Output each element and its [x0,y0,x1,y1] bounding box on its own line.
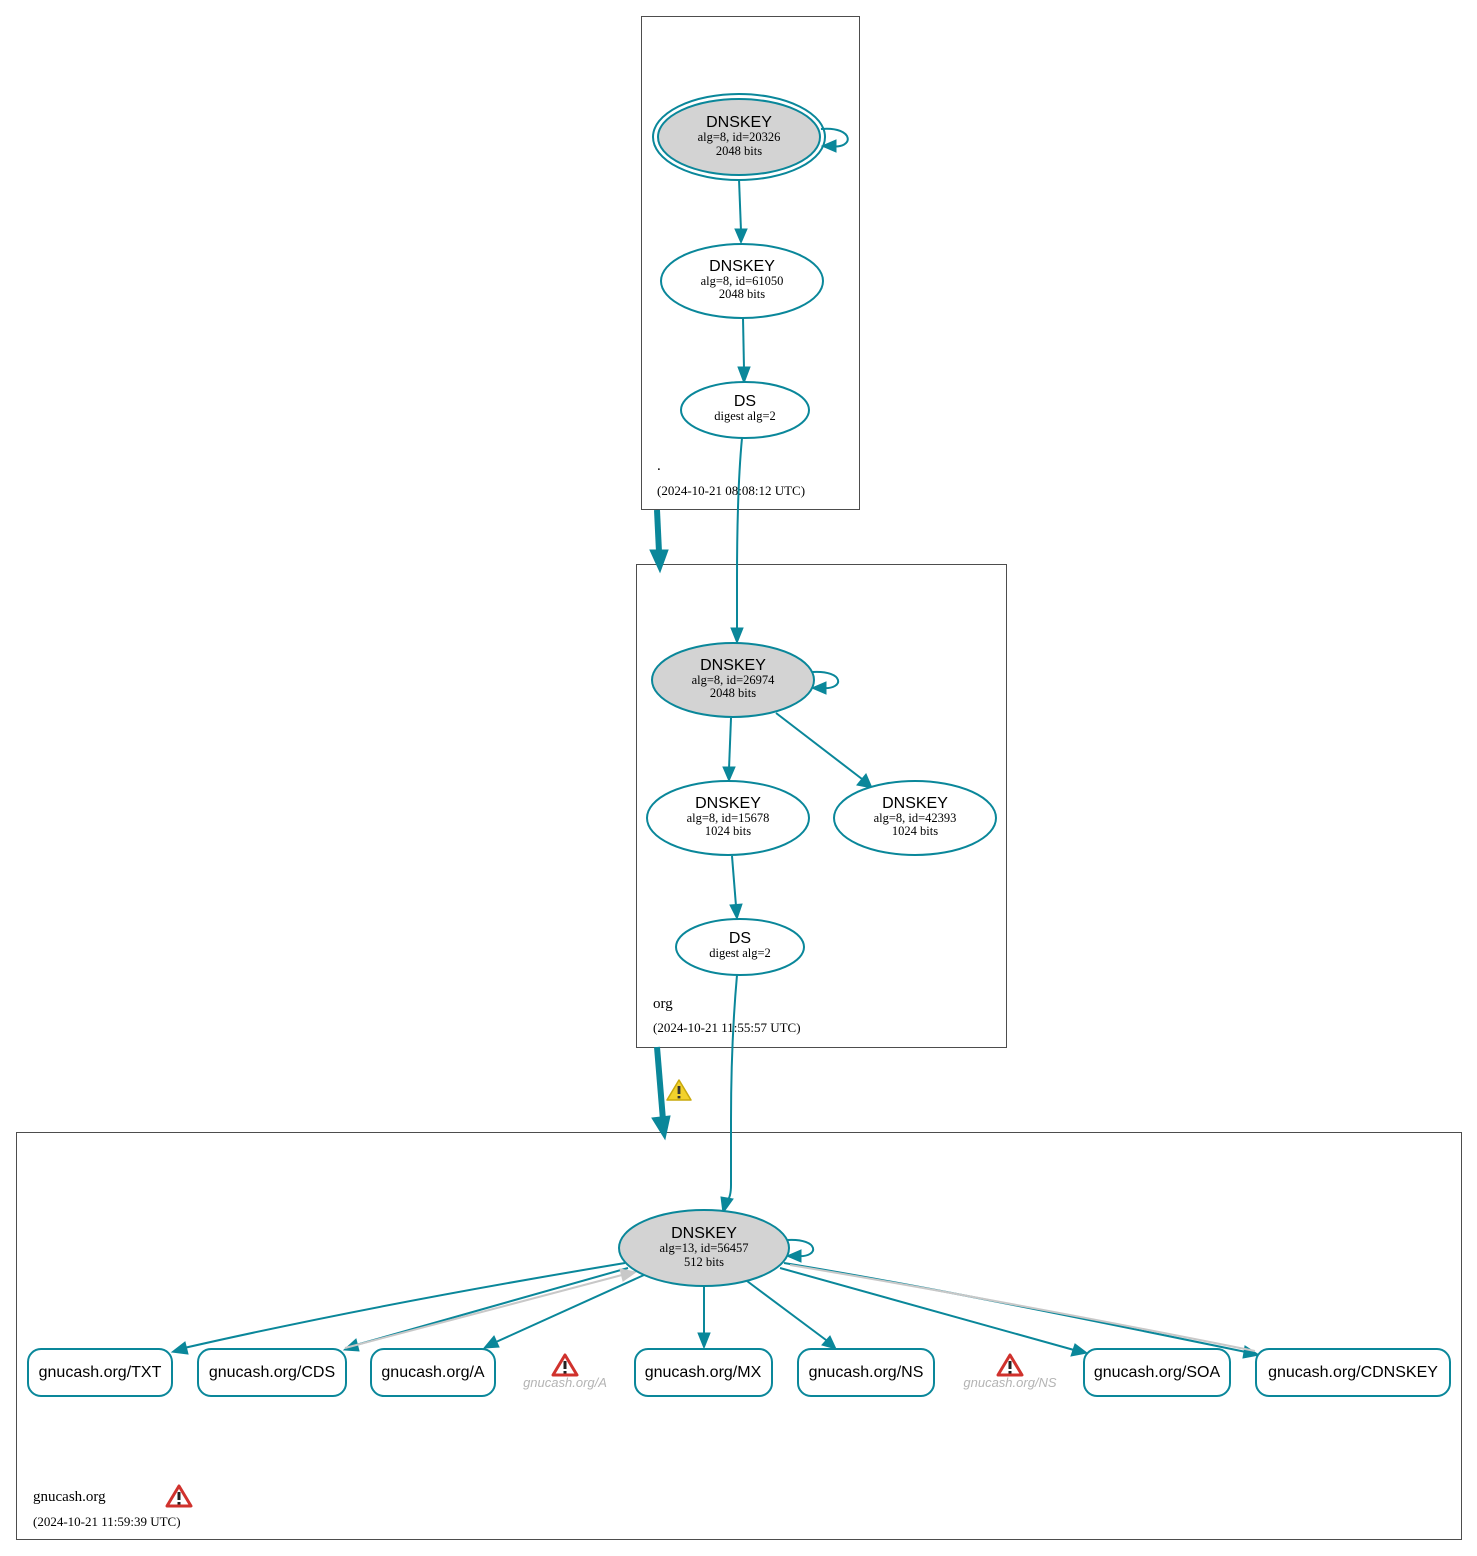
rrset-label: gnucash.org/CDS [209,1364,335,1381]
edge-root-ksk-to-zsk [734,178,748,245]
edge-org-ksk-self [810,670,840,695]
dnskey-type-label: DNSKEY [706,114,772,131]
zone-root-name: . [657,458,661,474]
rrset-label: gnucash.org/SOA [1094,1364,1221,1381]
edge-root-zsk-to-ds [737,317,751,385]
dnskey-type-label: DNSKEY [882,795,948,812]
nxrrset-label: gnucash.org/NS [963,1375,1057,1390]
dnskey-alg-id-label: alg=8, id=42393 [874,811,957,825]
dnskey-node-root-zsk[interactable]: DNSKEY alg=8, id=61050 2048 bits [660,243,824,319]
edge-org-ksk-to-zsk2 [775,712,873,789]
edge-gnucash-ksk-to-txt [170,1262,626,1355]
rrset-node-soa[interactable]: gnucash.org/SOA [1083,1348,1231,1397]
edge-gnucash-ksk-to-a [482,1274,645,1349]
edge-gnucash-ksk-self [785,1238,815,1263]
dnskey-alg-id-label: alg=8, id=61050 [701,274,784,288]
nxrrset-node-ns[interactable]: gnucash.org/NS [963,1353,1057,1390]
zone-gnucash: gnucash.org (2024-10-21 11:59:39 UTC) [16,1132,1462,1540]
dnskey-type-label: DNSKEY [695,795,761,812]
edge-cdnskey-to-gnucash-ksk-insecure [789,1264,1256,1352]
nxrrset-node-a[interactable]: gnucash.org/A [523,1353,607,1390]
dnskey-bits-label: 2048 bits [716,144,762,158]
dnskey-node-gnucash-ksk[interactable]: DNSKEY alg=13, id=56457 512 bits [618,1209,790,1287]
dnskey-node-org-zsk-42393[interactable]: DNSKEY alg=8, id=42393 1024 bits [833,780,997,856]
dnskey-node-org-ksk[interactable]: DNSKEY alg=8, id=26974 2048 bits [651,642,815,718]
dnskey-alg-id-label: alg=8, id=26974 [692,673,776,687]
rrset-label: gnucash.org/A [381,1364,485,1381]
rrset-label: gnucash.org/MX [645,1364,762,1381]
edge-root-ksk-self [820,127,849,153]
rrset-node-a[interactable]: gnucash.org/A [370,1348,496,1397]
dnskey-node-org-zsk-15678[interactable]: DNSKEY alg=8, id=15678 1024 bits [646,780,810,856]
dnskey-bits-label: 2048 bits [719,287,765,301]
dnskey-type-label: DNSKEY [709,258,775,275]
zone-org-timestamp: (2024-10-21 11:55:57 UTC) [653,1020,801,1035]
ds-node-root[interactable]: DS digest alg=2 [680,381,810,439]
ds-node-org[interactable]: DS digest alg=2 [675,918,805,976]
rrset-node-ns[interactable]: gnucash.org/NS [797,1348,935,1397]
delegation-root-to-org [649,509,669,574]
nxrrset-label: gnucash.org/A [523,1375,607,1390]
zone-gnucash-name: gnucash.org [33,1489,106,1505]
delegation-warning-icon [666,1079,692,1101]
dnskey-alg-id-label: alg=8, id=15678 [687,811,770,825]
rrset-node-txt[interactable]: gnucash.org/TXT [27,1348,173,1397]
edge-cds-to-gnucash-ksk-insecure [344,1268,638,1349]
edge-gnucash-ksk-to-mx [697,1286,711,1350]
rrset-label: gnucash.org/NS [809,1364,924,1381]
edge-org-ksk-to-zsk1 [722,717,736,783]
dnskey-bits-label: 512 bits [684,1255,724,1269]
rrset-node-cdnskey[interactable]: gnucash.org/CDNSKEY [1255,1348,1451,1397]
dnskey-type-label: DNSKEY [700,657,766,674]
dnskey-node-root-ksk[interactable]: DNSKEY alg=8, id=20326 2048 bits [652,93,826,181]
edge-root-ds-to-org-ksk [730,437,744,645]
ds-type-label: DS [734,393,756,410]
edge-org-ds-to-gnucash-ksk [720,974,738,1215]
ds-type-label: DS [729,930,751,947]
delegation-org-to-gnucash [651,1046,671,1141]
zone-root-timestamp: (2024-10-21 08:08:12 UTC) [657,483,805,498]
ds-digest-label: digest alg=2 [709,946,771,960]
rrset-label: gnucash.org/CDNSKEY [1268,1364,1438,1381]
edge-gnucash-ksk-to-ns [746,1280,837,1350]
rrset-node-cds[interactable]: gnucash.org/CDS [197,1348,347,1397]
edge-gnucash-ksk-to-soa [779,1267,1089,1357]
dnskey-bits-label: 1024 bits [892,824,938,838]
rrset-label: gnucash.org/TXT [39,1364,162,1381]
dnskey-alg-id-label: alg=8, id=20326 [698,130,781,144]
zone-org-name: org [653,996,673,1012]
dnskey-bits-label: 1024 bits [705,824,751,838]
dnskey-type-label: DNSKEY [671,1225,737,1242]
rrset-node-mx[interactable]: gnucash.org/MX [634,1348,773,1397]
zone-gnucash-box [16,1132,1462,1540]
dnskey-bits-label: 2048 bits [710,686,756,700]
dnskey-alg-id-label: alg=13, id=56457 [659,1241,748,1255]
edge-org-zsk1-to-ds [729,855,743,921]
zone-gnucash-timestamp: (2024-10-21 11:59:39 UTC) [33,1514,181,1529]
ds-digest-label: digest alg=2 [714,409,776,423]
